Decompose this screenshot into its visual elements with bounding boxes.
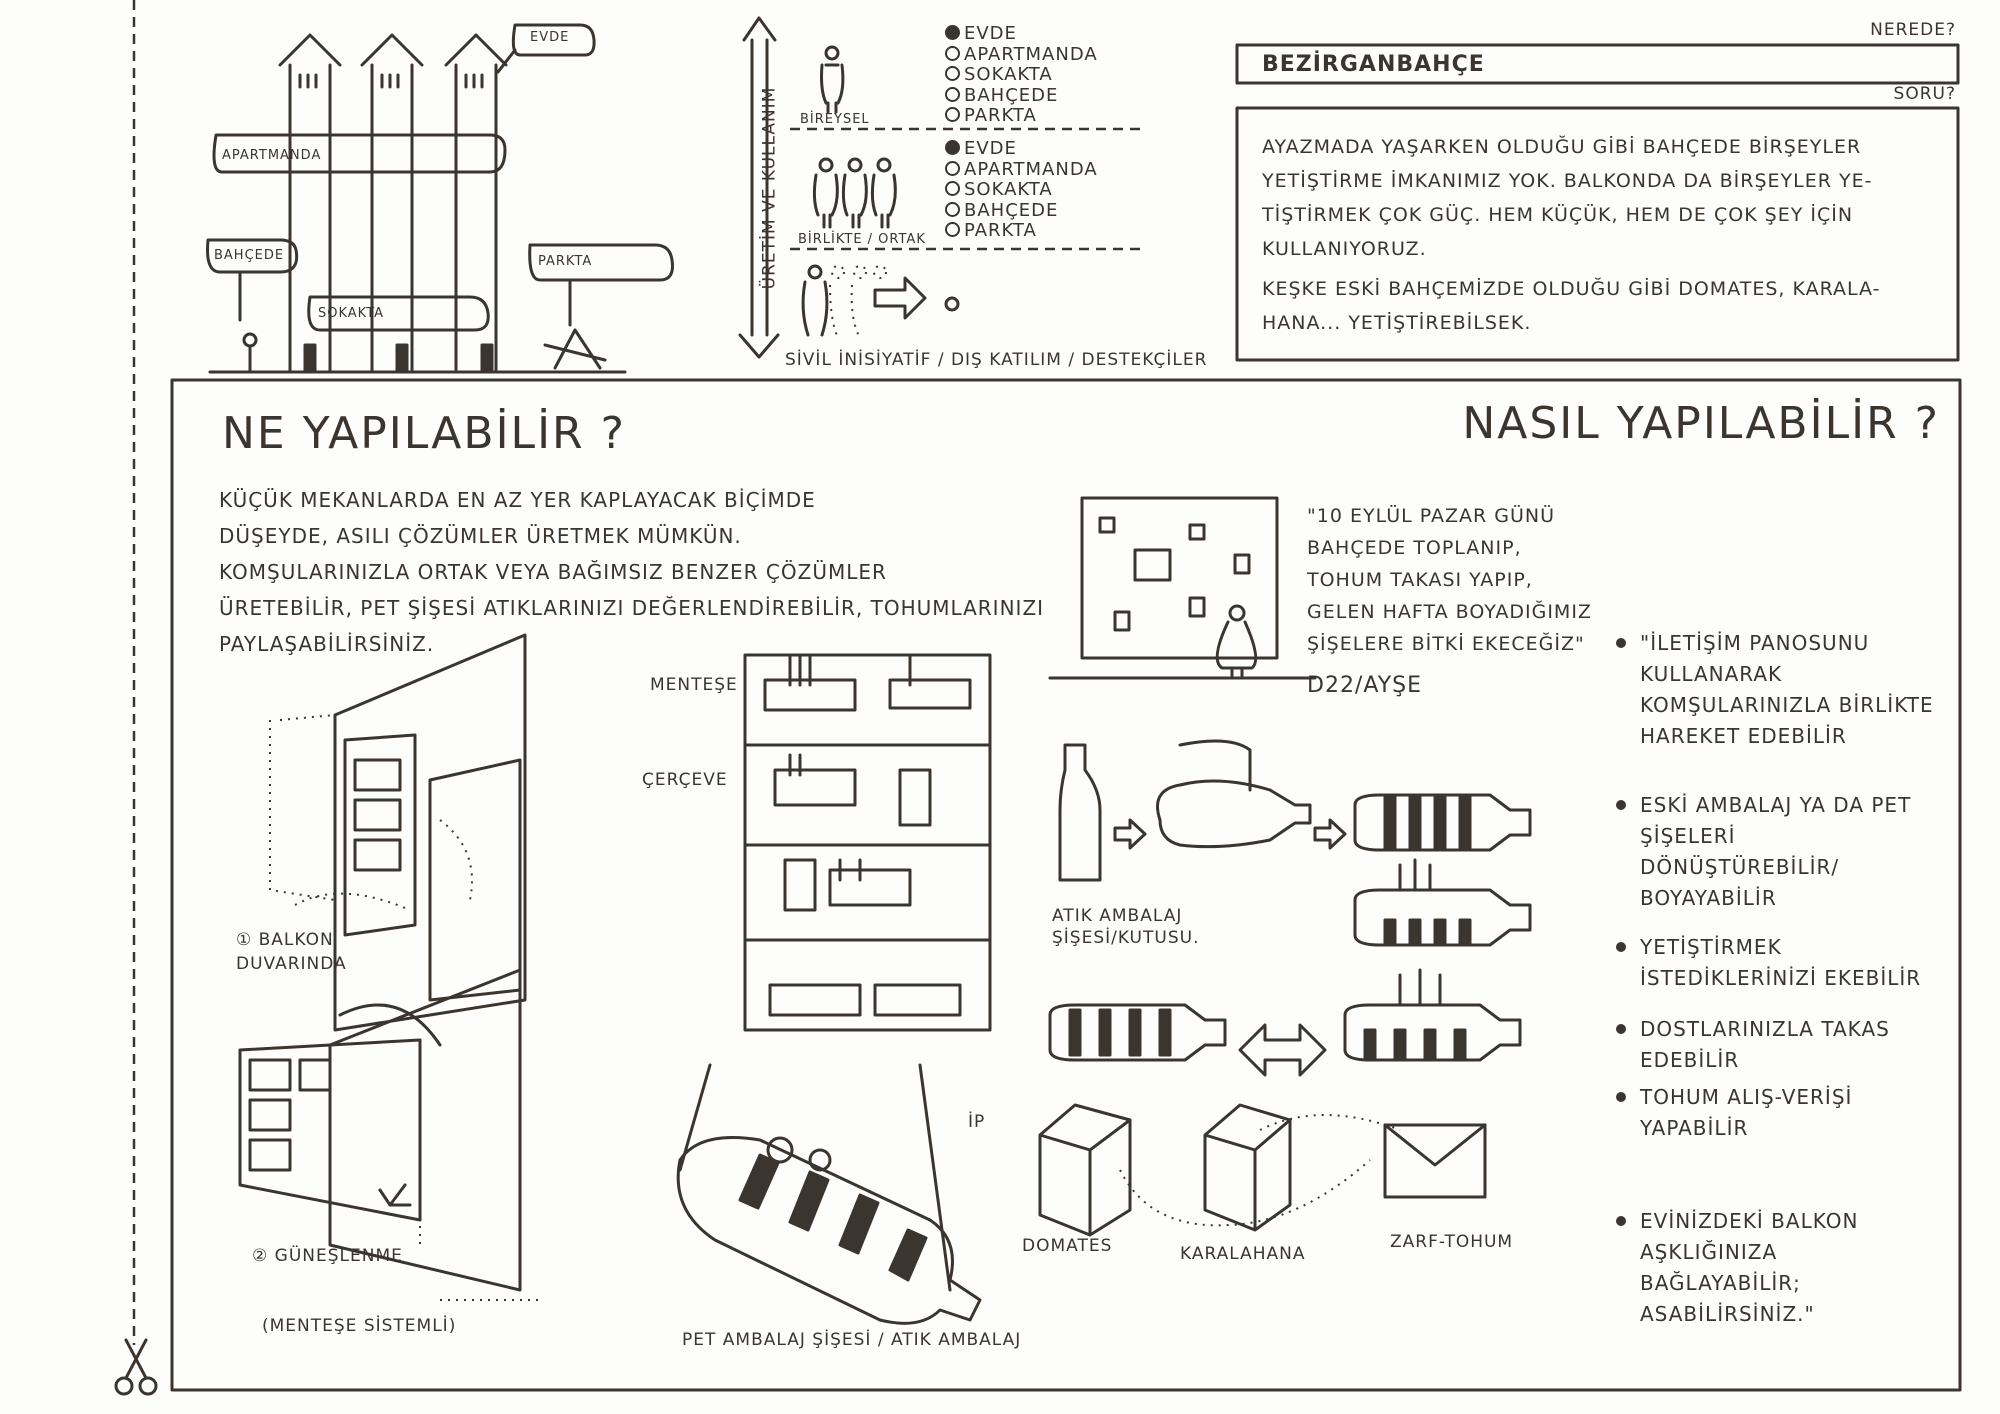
question-line: YETİŞTİRME İMKANIMIZ YOK. BALKONDA DA Bİ…	[1262, 170, 1873, 192]
bullet-item: ESKİ AMBALAJ YA DA PET ŞİŞELERİ DÖNÜŞTÜR…	[1616, 790, 1940, 914]
label-hanging-bottle: PET AMBALAJ ŞİŞESİ / ATIK AMBALAJ	[682, 1330, 1022, 1350]
label-hinge: MENTEŞE	[650, 675, 738, 695]
option-sokakta[interactable]: SOKAKTA	[945, 64, 1098, 86]
option-label: APARTMANDA	[964, 158, 1098, 180]
intro-line: PAYLAŞABİLİRSİNİZ.	[219, 632, 435, 656]
option-sokakta[interactable]: SOKAKTA	[945, 179, 1098, 201]
option-bahcede[interactable]: BAHÇEDE	[945, 84, 1098, 107]
group-label-individual: BİREYSEL	[800, 112, 870, 127]
quote-author: D22/AYŞE	[1307, 673, 1422, 698]
label-option1: ① BALKON DUVARINDA	[236, 930, 347, 974]
label-seed-envelope: ZARF-TOHUM	[1390, 1232, 1514, 1252]
question-line: TİŞTİRMEK ÇOK GÜÇ. HEM KÜÇÜK, HEM DE ÇOK…	[1262, 204, 1854, 226]
option-evde[interactable]: EVDE	[945, 23, 1098, 45]
label-option2: ② GÜNEŞLENME	[252, 1246, 403, 1266]
bullet-item: YETİŞTİRMEK İSTEDİKLERİNİZİ EKEBİLİR	[1616, 932, 1940, 994]
intro-line: KOMŞULARINIZLA ORTAK VEYA BAĞIMSIZ BENZE…	[219, 560, 887, 584]
scissors-icon	[114, 1338, 158, 1396]
intro-line: DÜŞEYDE, ASILI ÇÖZÜMLER ÜRETMEK MÜMKÜN.	[219, 524, 742, 548]
options-together: EVDE APARTMANDA SOKAKTA BAHÇEDE PARKTA	[945, 138, 1098, 242]
intro-line: KÜÇÜK MEKANLARDA EN AZ YER KAPLAYACAK Bİ…	[219, 488, 816, 512]
scale-footer: SİVİL İNİSİYATİF / DIŞ KATILIM / DESTEKÇ…	[785, 350, 1208, 370]
option-bahcede[interactable]: BAHÇEDE	[945, 199, 1098, 222]
option-label: PARKTA	[964, 220, 1037, 241]
quote-line: ŞİŞELERE BİTKİ EKECEĞİZ"	[1307, 633, 1585, 655]
bubble-label-evde: EVDE	[530, 30, 570, 45]
option-label: BAHÇEDE	[964, 199, 1059, 221]
label-waste-packaging: ATIK AMBALAJ ŞİŞESİ/KUTUSU.	[1052, 906, 1200, 948]
bullet-item: DOSTLARINIZLA TAKAS EDEBİLİR	[1616, 1014, 1940, 1076]
intro-line: ÜRETEBİLİR, PET ŞİŞESİ ATIKLARINIZI DEĞE…	[219, 596, 1045, 620]
bubble-label-apartmanda: APARTMANDA	[222, 148, 322, 163]
label-tomato: DOMATES	[1022, 1236, 1113, 1256]
option-circle[interactable]	[944, 296, 960, 312]
where-value[interactable]: BEZİRGANBAHÇE	[1262, 52, 1485, 77]
option-label: APARTMANDA	[964, 43, 1098, 65]
group-label-together: BİRLİKTE / ORTAK	[798, 232, 926, 247]
label-option2-note: (MENTEŞE SİSTEMLİ)	[262, 1316, 457, 1336]
label-frame: ÇERÇEVE	[642, 770, 728, 790]
bubble-label-bahcede: BAHÇEDE	[214, 248, 285, 263]
options-individual: EVDE APARTMANDA SOKAKTA BAHÇEDE PARKTA	[945, 23, 1098, 127]
notice-board-sketch	[1048, 496, 1317, 680]
bullet-item: EVİNİZDEKİ BALKON AŞKLIĞINIZA BAĞLAYABİL…	[1616, 1206, 1940, 1330]
option-apartmanda[interactable]: APARTMANDA	[945, 158, 1098, 181]
option-evde[interactable]: EVDE	[945, 138, 1098, 160]
intro-text: KÜÇÜK MEKANLARDA EN AZ YER KAPLAYACAK Bİ…	[219, 482, 1044, 662]
scale-axis-label: ÜRETİM VE KULLANIM	[759, 86, 780, 290]
quote-line: GELEN HAFTA BOYADIĞIMIZ	[1307, 601, 1592, 623]
where-box	[1235, 43, 1960, 85]
bubble-label-parkta: PARKTA	[538, 254, 593, 269]
quote-line: "10 EYLÜL PAZAR GÜNÜ	[1307, 505, 1555, 527]
main-frame	[170, 378, 1962, 1392]
bottle-shelf-sketch	[743, 653, 992, 1032]
option-parkta[interactable]: PARKTA	[945, 105, 1098, 127]
option-label: PARKTA	[964, 105, 1037, 126]
label-cabbage: KARALAHANA	[1180, 1244, 1306, 1264]
quote-line: BAHÇEDE TOPLANIP,	[1307, 537, 1522, 559]
bullet-item: TOHUM ALIŞ-VERİŞİ YAPABİLİR	[1616, 1082, 1940, 1144]
bottle-recycling-sketch	[1048, 739, 1532, 1077]
question-line: KULLANIYORUZ.	[1262, 238, 1427, 260]
sunbathing-sketch	[238, 968, 522, 1292]
where-label: NEREDE?	[1870, 20, 1956, 40]
option-label: SOKAKTA	[964, 179, 1053, 200]
option-label: EVDE	[964, 138, 1017, 159]
bubble-label-sokakta: SOKAKTA	[318, 306, 385, 321]
resident-quote: "10 EYLÜL PAZAR GÜNÜ BAHÇEDE TOPLANIP, T…	[1307, 500, 1592, 702]
hanging-bottle-sketch	[676, 1063, 982, 1325]
question-box	[1235, 106, 1960, 362]
scale-arrow	[738, 16, 780, 359]
question-line: KEŞKE ESKİ BAHÇEMİZDE OLDUĞU GİBİ DOMATE…	[1262, 278, 1881, 300]
question-line: HANA... YETİŞTİREBİLSEK.	[1262, 312, 1532, 334]
question-line: AYAZMADA YAŞARKEN OLDUĞU GİBİ BAHÇEDE Bİ…	[1262, 136, 1862, 158]
question-label: SORU?	[1893, 84, 1956, 104]
label-rope: İP	[968, 1112, 986, 1132]
option-label: EVDE	[964, 23, 1017, 44]
person-figures	[801, 45, 927, 337]
boxes-envelope-sketch	[1038, 1103, 1487, 1237]
option-apartmanda[interactable]: APARTMANDA	[945, 43, 1098, 66]
right-title: NASIL YAPILABİLİR ?	[1462, 398, 1940, 449]
option-parkta[interactable]: PARKTA	[945, 220, 1098, 242]
option-label: SOKAKTA	[964, 64, 1053, 85]
question-text: AYAZMADA YAŞARKEN OLDUĞU GİBİ BAHÇEDE Bİ…	[1262, 130, 1881, 340]
left-title: NE YAPILABİLİR ?	[222, 408, 626, 459]
apartment-buildings-sketch	[206, 23, 674, 374]
bullet-item: "İLETİŞİM PANOSUNU KULLANARAK KOMŞULARIN…	[1616, 628, 1940, 752]
option-label: BAHÇEDE	[964, 84, 1059, 106]
quote-line: TOHUM TAKASI YAPIP,	[1307, 569, 1533, 591]
